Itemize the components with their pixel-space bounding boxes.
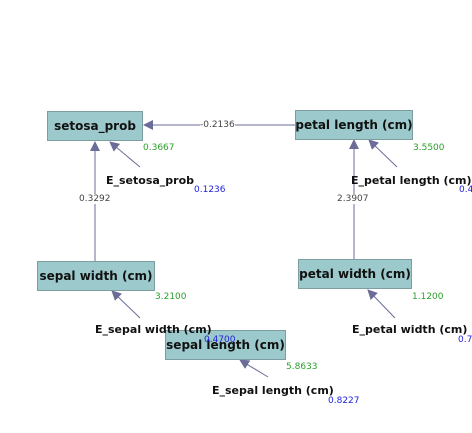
edge-e-sepal-width bbox=[111, 290, 141, 319]
error-petal-length: E_petal length (cm) bbox=[351, 174, 472, 187]
edge-e-petal-width bbox=[367, 289, 396, 319]
variance-petal-length: 0.4 bbox=[459, 185, 472, 195]
node-sepal-length[interactable]: sepal length (cm) bbox=[165, 330, 286, 360]
variance-petal-width: 0.7 bbox=[458, 335, 472, 345]
edge-e-petal-length bbox=[368, 139, 398, 168]
edge-e-setosa bbox=[109, 141, 141, 168]
coef-petal-to-setosa: -0.2136 bbox=[200, 120, 235, 130]
variance-sepal-length: 0.8227 bbox=[328, 396, 360, 406]
error-sepal-width: E_sepal width (cm) bbox=[95, 323, 212, 336]
error-setosa-prob: E_setosa_prob bbox=[106, 174, 195, 187]
intercept-sepal-width: 3.2100 bbox=[155, 292, 187, 302]
error-sepal-length: E_sepal length (cm) bbox=[212, 384, 334, 397]
intercept-sepal-length: 5.8633 bbox=[286, 362, 318, 372]
node-petal-length[interactable]: petal length (cm) bbox=[295, 110, 413, 140]
node-petal-width[interactable]: petal width (cm) bbox=[298, 259, 412, 289]
variance-sepal-width: 0.4700 bbox=[204, 335, 236, 345]
intercept-petal-width: 1.1200 bbox=[412, 292, 444, 302]
intercept-petal-length: 3.5500 bbox=[413, 143, 445, 153]
node-setosa-prob[interactable]: setosa_prob bbox=[47, 111, 143, 141]
variance-setosa-prob: 0.1236 bbox=[194, 185, 226, 195]
node-sepal-width[interactable]: sepal width (cm) bbox=[37, 261, 155, 291]
error-petal-width: E_petal width (cm) bbox=[352, 323, 468, 336]
coef-sepalwidth-to-setosa: 0.3292 bbox=[79, 194, 111, 204]
edge-e-sepal-length bbox=[239, 359, 269, 378]
coef-petalwidth-to-petallength: 2.3907 bbox=[337, 194, 369, 204]
intercept-setosa-prob: 0.3667 bbox=[143, 143, 175, 153]
